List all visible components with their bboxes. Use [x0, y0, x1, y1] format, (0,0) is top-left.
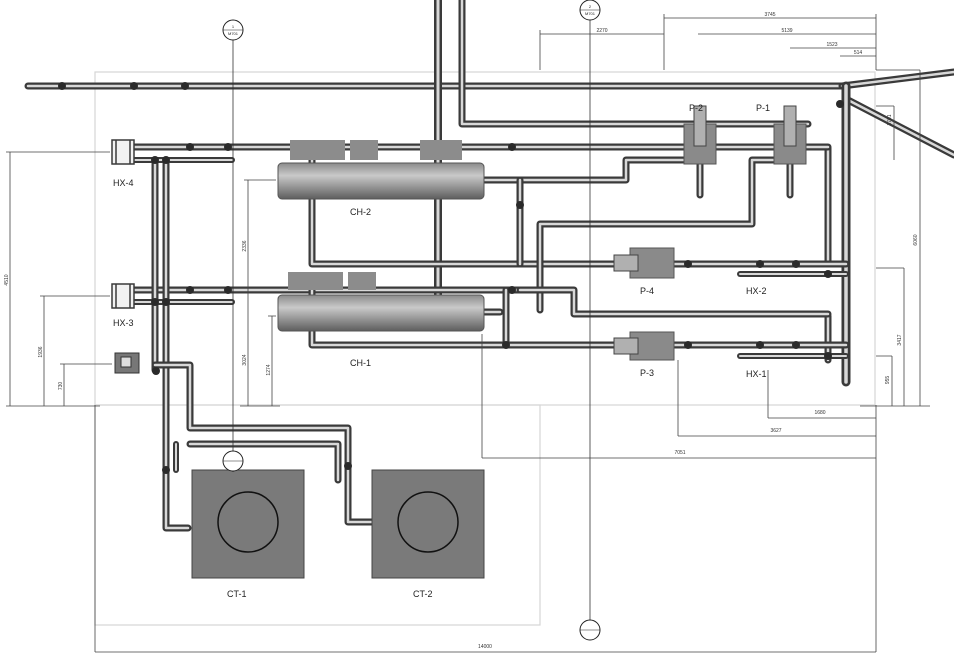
dim-1274: 1274: [266, 364, 272, 375]
dim-955: 955: [885, 376, 891, 385]
label-p4: P-4: [640, 286, 654, 296]
label-hx1: HX-1: [746, 369, 767, 379]
dim-514: 514: [854, 50, 863, 56]
grid-marker-1-top: 1: [232, 24, 235, 29]
dim-7051: 7051: [674, 450, 685, 456]
dim-1701: 1701: [887, 114, 893, 125]
label-ch2: CH-2: [350, 207, 371, 217]
label-hx2: HX-2: [746, 286, 767, 296]
dim-6060: 6060: [913, 234, 919, 245]
ch1-unit: [277, 272, 485, 332]
label-p2: P-2: [689, 103, 703, 113]
hx3-unit: [111, 283, 135, 309]
grid-line-2: 2 M701: [579, 0, 601, 641]
dim-2270: 2270: [596, 28, 607, 34]
expansion-tank: [114, 352, 140, 374]
equipment-labels: HX-4 HX-3 CH-2 CH-1 P-2 P-1 P-4 P-3 HX-2…: [113, 103, 770, 599]
label-ch1: CH-1: [350, 358, 371, 368]
label-p1: P-1: [756, 103, 770, 113]
piping-network: [24, 0, 954, 532]
p1-unit: [773, 105, 807, 165]
p3-unit: [613, 331, 675, 361]
grid-marker-2-top: 2: [589, 4, 592, 9]
dim-5139: 5139: [781, 28, 792, 34]
dimension-texts: 3745 2270 5139 1523 514 1701 6060 3417 9…: [4, 12, 919, 650]
label-hx3: HX-3: [113, 318, 134, 328]
grid-line-1: 1 M701: [222, 19, 244, 472]
label-ct1: CT-1: [227, 589, 247, 599]
dim-3024: 3024: [242, 354, 248, 365]
label-p3: P-3: [640, 368, 654, 378]
dim-4510: 4510: [4, 274, 10, 285]
hx4-unit: [111, 139, 135, 165]
dim-730: 730: [58, 382, 64, 391]
dim-14000: 14000: [478, 644, 492, 650]
dim-3627: 3627: [770, 428, 781, 434]
p2-unit: [683, 105, 717, 165]
ct1-unit: [191, 469, 305, 579]
grid-marker-1-sub: M701: [228, 31, 239, 36]
label-ct2: CT-2: [413, 589, 433, 599]
p4-unit: [613, 247, 675, 279]
label-hx4: HX-4: [113, 178, 134, 188]
dim-1936: 1936: [38, 346, 44, 357]
dim-2336: 2336: [242, 240, 248, 251]
ct2-unit: [371, 469, 485, 579]
dim-3745: 3745: [764, 12, 775, 18]
grid-marker-2-sub: M701: [585, 11, 596, 16]
dim-1523: 1523: [826, 42, 837, 48]
pipe-fittings: [58, 82, 844, 474]
ch2-unit: [277, 140, 485, 200]
dimension-lines: [6, 14, 930, 653]
dim-3417: 3417: [897, 334, 903, 345]
dim-1680: 1680: [814, 410, 825, 416]
